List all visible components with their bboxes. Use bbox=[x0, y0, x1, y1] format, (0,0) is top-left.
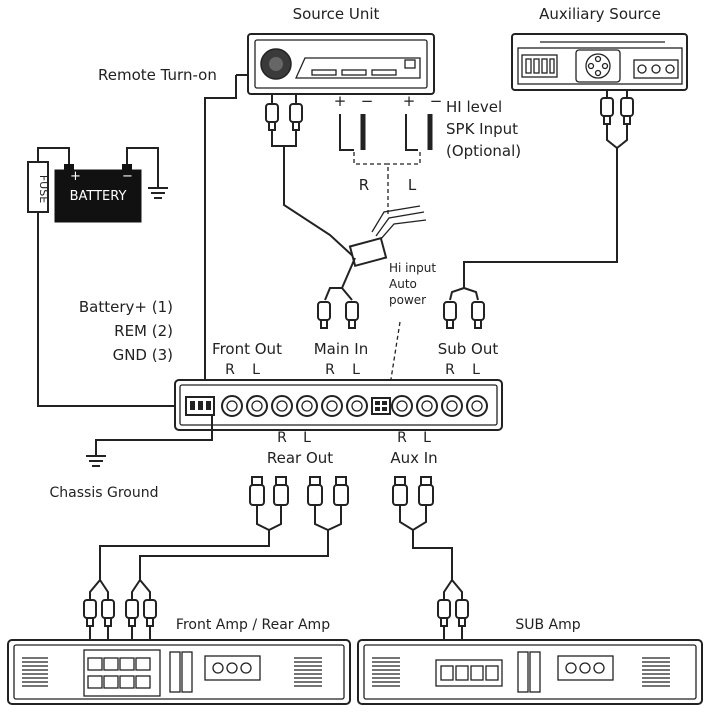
rear-out-rca bbox=[89, 476, 349, 600]
sub-vent-left bbox=[372, 657, 400, 687]
processor-unit bbox=[174, 379, 503, 431]
battery-ground-icon bbox=[148, 187, 168, 199]
sub-vent-right bbox=[642, 657, 670, 687]
rca-jacks bbox=[221, 395, 488, 417]
hi-level-speaker-wires: + − + − bbox=[334, 92, 443, 215]
hi-input-connector bbox=[348, 205, 427, 268]
svg-text:R: R bbox=[445, 362, 455, 378]
auxiliary-source-label: Auxiliary Source bbox=[539, 5, 661, 23]
front-rear-amp bbox=[7, 639, 351, 705]
remote-turn-on-label: Remote Turn-on bbox=[98, 66, 217, 84]
chassis-ground-label: Chassis Ground bbox=[50, 485, 159, 501]
battery-plus-wire bbox=[37, 212, 190, 407]
chassis-ground-icon bbox=[86, 455, 106, 467]
svg-text:+: + bbox=[403, 92, 416, 110]
hi-level-label-1: HI level bbox=[446, 98, 502, 116]
front-amp-rca bbox=[83, 599, 157, 640]
source-unit-rca-plugs bbox=[265, 94, 303, 131]
front-out-label: Front Out bbox=[212, 340, 282, 358]
svg-text:L: L bbox=[352, 362, 360, 378]
svg-text:L: L bbox=[408, 176, 417, 194]
battery-plus-label: Battery+ (1) bbox=[79, 298, 173, 316]
gnd-label: GND (3) bbox=[113, 346, 173, 364]
sub-out-rca bbox=[443, 287, 485, 329]
svg-text:R: R bbox=[225, 362, 235, 378]
rear-out-label: Rear Out bbox=[267, 449, 333, 467]
source-unit-label: Source Unit bbox=[293, 5, 380, 23]
svg-text:R: R bbox=[359, 176, 369, 194]
svg-text:FUSE: FUSE bbox=[37, 175, 50, 203]
sub-amp bbox=[357, 639, 703, 705]
svg-text:−: − bbox=[122, 169, 133, 184]
sub-amp-rca bbox=[437, 599, 469, 640]
sub-out-label: Sub Out bbox=[438, 340, 499, 358]
svg-text:L: L bbox=[252, 362, 260, 378]
svg-text:R: R bbox=[397, 430, 407, 446]
source-unit bbox=[247, 33, 435, 95]
hi-level-label-3: (Optional) bbox=[446, 142, 521, 160]
svg-text:Hi input: Hi input bbox=[389, 261, 436, 275]
svg-text:L: L bbox=[472, 362, 480, 378]
front-rear-amp-label: Front Amp / Rear Amp bbox=[176, 617, 330, 633]
svg-text:Auto: Auto bbox=[389, 277, 417, 291]
main-in-label: Main In bbox=[314, 340, 369, 358]
vent-right bbox=[294, 657, 322, 687]
svg-text:R: R bbox=[277, 430, 287, 446]
main-in-rca bbox=[317, 257, 359, 329]
aux-in-rca bbox=[392, 476, 463, 600]
vent-left bbox=[22, 657, 48, 687]
aux-in-label: Aux In bbox=[390, 449, 437, 467]
svg-text:L: L bbox=[423, 430, 431, 446]
svg-text:R: R bbox=[325, 362, 335, 378]
svg-text:−: − bbox=[361, 92, 374, 110]
svg-text:power: power bbox=[389, 293, 426, 307]
rem-label: REM (2) bbox=[114, 322, 173, 340]
svg-text:L: L bbox=[303, 430, 311, 446]
sub-amp-label: SUB Amp bbox=[515, 617, 580, 633]
svg-text:+: + bbox=[334, 92, 347, 110]
svg-text:+: + bbox=[70, 169, 81, 184]
battery: + − BATTERY bbox=[54, 164, 142, 223]
fuse: FUSE bbox=[27, 161, 50, 213]
battery-label: BATTERY bbox=[70, 189, 127, 204]
main-in-cable bbox=[283, 146, 356, 259]
hi-level-label-2: SPK Input bbox=[446, 120, 518, 138]
ground-wire bbox=[95, 415, 213, 456]
aux-source-rca bbox=[463, 90, 634, 288]
auxiliary-source bbox=[511, 33, 688, 91]
svg-text:−: − bbox=[430, 92, 443, 110]
remote-turn-on-wire bbox=[204, 75, 237, 398]
